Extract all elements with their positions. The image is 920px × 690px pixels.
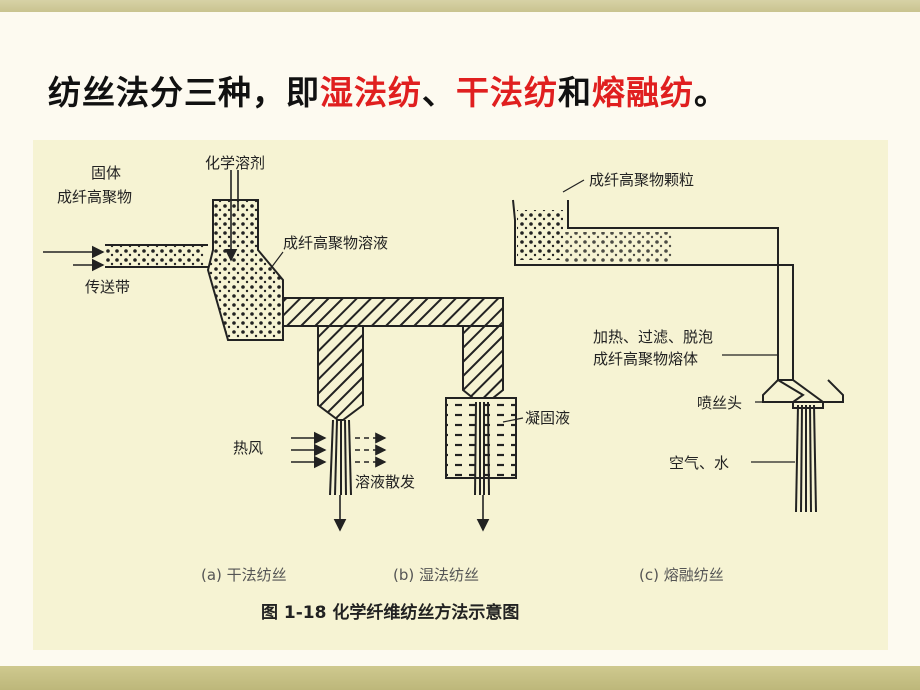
spinning-diagram: 固体 成纤高聚物 化学溶剂 传送带 成纤高聚物溶液 热风 溶液散发 凝固液 成纤…	[43, 154, 844, 623]
melt-extruder-outline	[512, 199, 824, 409]
granule-flow	[563, 232, 673, 262]
hot-air-arrows	[291, 431, 327, 469]
spinning-methods-figure: 固体 成纤高聚物 化学溶剂 传送带 成纤高聚物溶液 热风 溶液散发 凝固液 成纤…	[33, 140, 888, 650]
heading-separator-1: 、	[422, 73, 456, 112]
solution-pipe	[282, 297, 504, 327]
label-solid: 固体	[91, 164, 121, 182]
label-spinneret: 喷丝头	[697, 394, 742, 412]
subcaption-melt: (c) 熔融纺丝	[639, 566, 724, 584]
subcaption-dry: (a) 干法纺丝	[201, 566, 287, 584]
label-granules: 成纤高聚物颗粒	[589, 171, 694, 189]
heading-prefix: 纺丝法分三种，即	[48, 73, 320, 112]
label-hot-air: 热风	[233, 439, 263, 457]
dry-spinneret-column	[317, 325, 364, 421]
label-polymer-melt: 成纤高聚物熔体	[593, 350, 698, 368]
heading-wet-spinning: 湿法纺	[320, 73, 422, 112]
heading-melt-spinning: 熔融纺	[592, 73, 694, 112]
label-evaporation: 溶液散发	[355, 473, 415, 491]
figure-caption: 图 1-18 化学纤维纺丝方法示意图	[261, 602, 519, 623]
solution-leader	[270, 251, 284, 269]
dry-fibers	[329, 419, 352, 496]
top-decorative-band	[0, 0, 920, 12]
heading-suffix: 。	[694, 73, 728, 112]
solid-polymer-feed	[105, 246, 205, 266]
granule-leader	[562, 179, 585, 193]
label-solid-polymer: 成纤高聚物	[57, 188, 132, 206]
granule-hopper	[517, 210, 563, 260]
heading-dry-spinning: 干法纺	[456, 73, 558, 112]
label-melt-processing: 加热、过滤、脱泡	[593, 328, 713, 346]
mixing-hopper	[206, 199, 284, 341]
label-polymer-solution: 成纤高聚物溶液	[283, 234, 388, 252]
evaporation-arrows	[355, 432, 387, 468]
melt-spinneret	[762, 379, 844, 403]
subcaption-wet: (b) 湿法纺丝	[393, 566, 479, 584]
heading-separator-2: 和	[558, 73, 592, 112]
melt-spinning-apparatus	[512, 179, 844, 513]
slide-heading: 纺丝法分三种，即湿法纺、干法纺和熔融纺。	[48, 66, 728, 114]
dry-spinning-apparatus	[43, 170, 504, 532]
melt-fibers	[795, 404, 817, 513]
wet-fibers	[474, 401, 490, 496]
label-solvent: 化学溶剂	[205, 154, 265, 172]
label-air-water: 空气、水	[669, 454, 729, 472]
label-conveyor: 传送带	[85, 278, 130, 296]
bottom-decorative-band	[0, 666, 920, 690]
wet-spinneret-column	[462, 325, 504, 403]
wet-spinning-apparatus	[445, 325, 517, 532]
bath-leader	[502, 417, 524, 423]
label-coagulation-bath: 凝固液	[525, 409, 570, 427]
